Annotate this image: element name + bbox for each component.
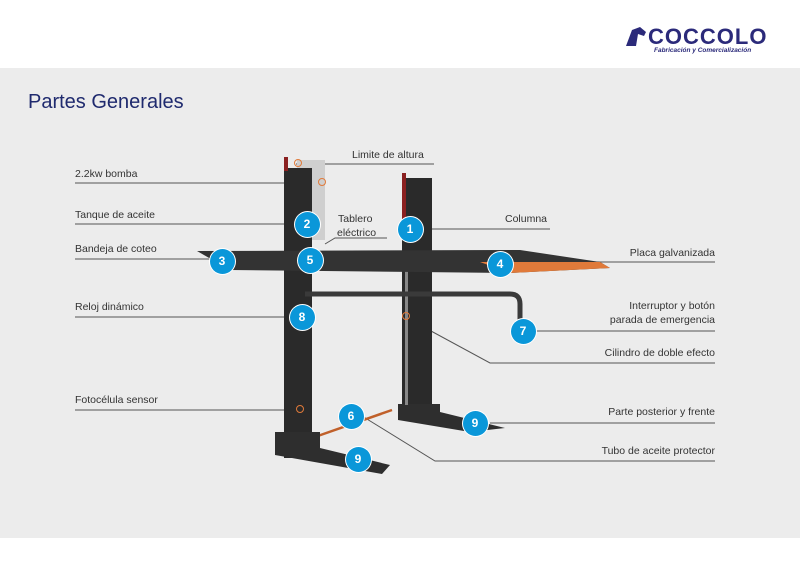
label-columna: Columna xyxy=(505,213,548,225)
badge-3: 3 xyxy=(209,248,235,274)
label-fotocelula: Fotocélula sensor xyxy=(75,394,158,406)
label-reloj: Reloj dinámico xyxy=(75,301,144,313)
label-tablero-2: eléctrico xyxy=(337,227,377,239)
badge-9-back: 9 xyxy=(462,410,488,436)
badge-8: 8 xyxy=(289,304,315,330)
label-interruptor-2: parada de emergencia xyxy=(609,314,715,326)
label-parte: Parte posterior y frente xyxy=(608,406,715,418)
label-placa: Placa galvanizada xyxy=(629,247,715,259)
badge-1: 1 xyxy=(397,216,423,242)
badge-7: 7 xyxy=(510,318,536,344)
label-tablero-1: Tablero xyxy=(338,213,373,225)
badge-6: 6 xyxy=(338,403,364,429)
badge-4: 4 xyxy=(487,251,513,277)
content-background xyxy=(0,68,800,538)
label-interruptor-1: Interruptor y botón xyxy=(629,300,715,312)
label-bomba: 2.2kw bomba xyxy=(75,168,138,180)
coccolo-logo: COCCOLO Fabricación y Comercialización xyxy=(624,24,784,60)
label-limite: Limite de altura xyxy=(352,149,424,161)
label-bandeja: Bandeja de coteo xyxy=(75,243,157,255)
lift-structure xyxy=(197,157,610,474)
label-tubo: Tubo de aceite protector xyxy=(601,445,715,457)
label-cilindro: Cilindro de doble efecto xyxy=(604,347,715,359)
page-title: Partes Generales xyxy=(28,91,184,113)
horse-logo-icon xyxy=(626,27,646,46)
brand-tagline: Fabricación y Comercialización xyxy=(654,47,752,54)
leader-lines xyxy=(75,163,715,462)
badge-5: 5 xyxy=(297,247,323,273)
badge-9-front: 9 xyxy=(345,446,371,472)
label-tanque: Tanque de aceite xyxy=(75,209,155,221)
brand-name: COCCOLO xyxy=(648,24,768,49)
badge-2: 2 xyxy=(294,211,320,237)
